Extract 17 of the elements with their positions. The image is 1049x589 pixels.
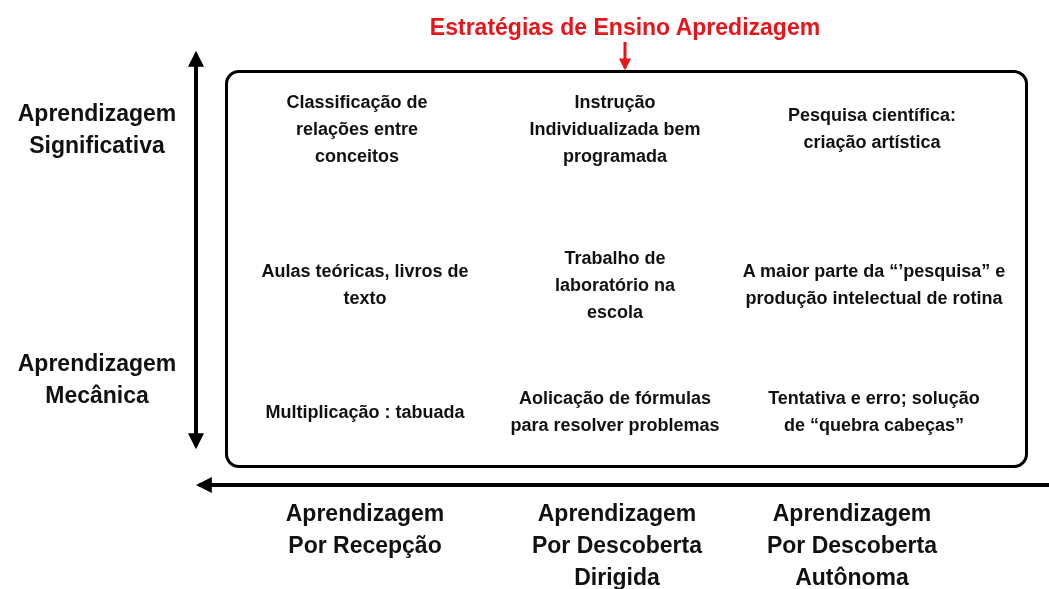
cell-text: Instrução Individualizada bem programada [528, 90, 702, 168]
axis-label: Aprendizagem Por Descoberta Dirigida [531, 499, 704, 589]
cell-text: Multiplicação : tabuada [265, 400, 465, 424]
arrow [619, 42, 631, 71]
cell-text: Classificação de relações entre conceitos [285, 90, 429, 168]
axis-label: Aprendizagem Por Descoberta Autônoma [766, 499, 939, 589]
cell-text: Tentativa e erro; solução de “quebra cabeças” [767, 387, 981, 437]
cell-text: Pesquisa científica: criação artística [786, 104, 958, 154]
cell-text: Trabalho de laboratório na escola [554, 246, 676, 324]
axis-label: Aprendizagem Significativa [16, 99, 178, 160]
rounded-frame [225, 70, 1028, 468]
heading-text: Estratégias de Ensino Apredizagem [429, 13, 821, 41]
axis-label: Aprendizagem Mecânica [16, 349, 178, 410]
axis-label: Aprendizagem Por Recepção [284, 499, 446, 560]
cell-text: Aulas teóricas, livros de texto [260, 260, 470, 310]
cell-text: Aolicação de fórmulas para resolver problemas [509, 387, 721, 437]
cell-text: A maior parte da “’pesquisa” e produção intelectual de rotina [741, 260, 1007, 310]
